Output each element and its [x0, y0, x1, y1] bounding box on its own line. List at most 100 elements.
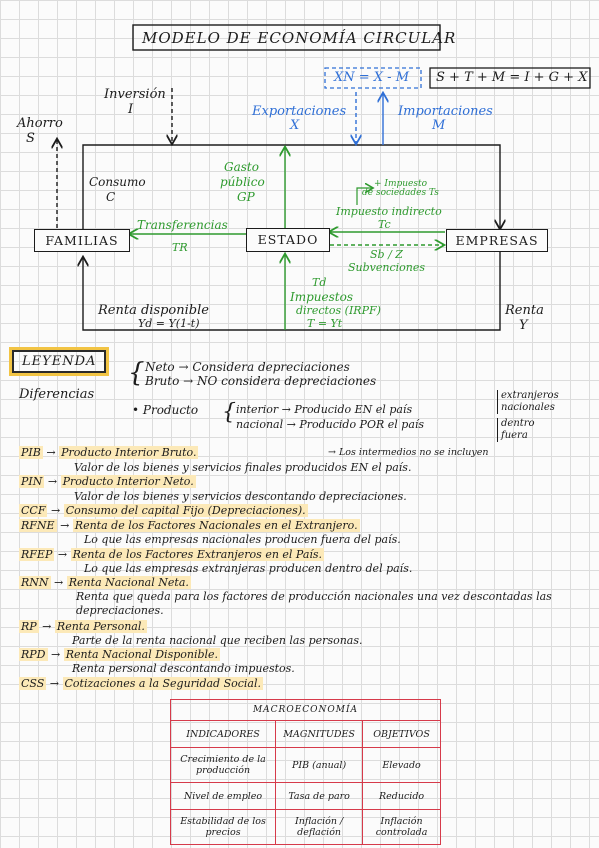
table-cell: Nivel de empleo	[169, 782, 277, 810]
desc-rfep: Lo que las empresas extranjeras producen…	[84, 562, 413, 575]
abbr-rfep: RFEP	[19, 548, 55, 561]
interior-definition: interior → Producido EN el país	[236, 403, 413, 416]
consumo-flow	[82, 144, 500, 240]
gasto-label: Gasto	[224, 160, 259, 174]
inversion-symbol: I	[128, 102, 134, 117]
term-ccf: Consumo del capital Fijo (Depreciaciones…	[63, 504, 308, 517]
table-header-row: INDICADORES MAGNITUDES OBJETIVOS	[169, 720, 441, 748]
neto-definition: Neto → Considera depreciaciones	[145, 360, 350, 374]
term-css: Cotizaciones a la Seguridad Social.	[62, 677, 264, 690]
table-row: Crecimiento de la producción PIB (anual)…	[169, 747, 441, 783]
td-label: Td	[312, 276, 327, 289]
header-magnitudes: MAGNITUDES	[275, 720, 364, 748]
directos-irpf-label: directos (IRPF)	[296, 304, 381, 317]
empresas-box: EMPRESAS	[446, 229, 548, 252]
definition-rfne: RFNE → Renta de los Factores Nacionales …	[19, 519, 360, 532]
definition-pib: PIB → Producto Interior Bruto.	[19, 446, 199, 459]
term-rfep: Renta de los Factores Extranjeros en el …	[70, 548, 325, 561]
table-cell: Estabilidad de los precios	[169, 809, 277, 845]
desc-rnn: Renta que queda para los factores de pro…	[76, 590, 552, 617]
header-indicadores: INDICADORES	[169, 720, 277, 748]
header-objetivos: OBJETIVOS	[362, 720, 441, 748]
abbr-css: CSS	[19, 677, 47, 690]
macroeconomia-table: MACROECONOMÍA INDICADORES MAGNITUDES OBJ…	[169, 699, 441, 845]
yd-formula: Yd = Y(1-t)	[138, 317, 200, 330]
abbr-rp: RP	[19, 620, 39, 633]
abbr-rpd: RPD	[19, 648, 48, 661]
extranjeros-text: extranjeros	[501, 390, 559, 401]
term-pin: Producto Interior Neto.	[60, 475, 196, 488]
table-row: Nivel de empleo Tasa de paro Reducido	[169, 782, 441, 810]
renta-symbol: Y	[519, 318, 528, 333]
estado-box: ESTADO	[246, 228, 330, 252]
definition-pin: PIN → Producto Interior Neto.	[19, 475, 196, 488]
term-pib: Producto Interior Bruto.	[59, 446, 199, 459]
definition-ccf: CCF → Consumo del capital Fijo (Deprecia…	[19, 504, 308, 517]
abbr-pin: PIN	[19, 475, 45, 488]
diferencias-brace: {	[128, 358, 145, 388]
gasto-symbol: GP	[237, 190, 255, 204]
consumo-label: Consumo	[89, 175, 146, 189]
impuesto-soc-label-2: de sociedades Ts	[362, 188, 439, 198]
ahorro-label: Ahorro	[17, 116, 63, 131]
desc-rpd: Renta personal descontando impuestos.	[72, 662, 295, 675]
sb-label: Sb / Z	[370, 248, 403, 261]
dentro-text: dentro	[501, 418, 535, 429]
ts-arrow	[356, 188, 372, 205]
definition-css: CSS → Cotizaciones a la Seguridad Social…	[19, 677, 264, 690]
title-frame	[132, 24, 441, 51]
abbr-rfne: RFNE	[19, 519, 57, 532]
renta-disponible-label: Renta disponible	[98, 303, 209, 318]
t-formula-label: T = Yt	[307, 317, 343, 330]
renta-label: Renta	[505, 303, 544, 318]
fuera-text: fuera	[501, 430, 528, 441]
ahorro-symbol: S	[26, 131, 35, 146]
definition-rfep: RFEP → Renta de los Factores Extranjeros…	[19, 548, 325, 561]
page-title: MODELO DE ECONOMÍA CIRCULAR	[142, 29, 457, 47]
nacionales-text: nacionales	[501, 402, 555, 413]
equilibrium-formula: S + T + M = I + G + X	[436, 70, 588, 85]
table-title-row: MACROECONOMÍA	[170, 699, 441, 721]
producto-label: • Producto	[132, 403, 199, 417]
definition-rp: RP → Renta Personal.	[19, 620, 147, 633]
desc-rfne: Lo que las empresas nacionales producen …	[84, 533, 401, 546]
export-symbol: X	[290, 118, 300, 133]
term-rfne: Renta de los Factores Nacionales en el E…	[72, 519, 360, 532]
table-cell: Elevado	[362, 747, 441, 783]
desc-pib: Valor de los bienes y servicios finales …	[74, 461, 412, 474]
transferencias-symbol: TR	[172, 241, 188, 254]
table-cell: Inflación controlada	[362, 809, 441, 845]
table-title: MACROECONOMÍA	[170, 699, 441, 721]
table-cell: PIB (anual)	[275, 747, 364, 783]
term-rp: Renta Personal.	[54, 620, 147, 633]
desc-rp: Parte de la renta nacional que reciben l…	[72, 634, 363, 647]
consumo-symbol: C	[106, 190, 116, 204]
familias-box: FAMILIAS	[34, 229, 130, 252]
impuesto-indirecto-symbol: Tc	[378, 218, 391, 231]
extranjeros-nacionales-note: extranjeros nacionales	[497, 390, 559, 414]
diferencias-label: Diferencias	[19, 387, 95, 402]
renta-flow	[83, 252, 501, 331]
exportaciones-label: Exportaciones	[252, 104, 347, 119]
import-symbol: M	[432, 118, 446, 133]
importaciones-label: Importaciones	[398, 104, 493, 119]
nacional-definition: nacional → Producido POR el país	[236, 418, 425, 431]
table-row: Estabilidad de los precios Inflación / d…	[169, 809, 441, 845]
transferencias-label: Transferencias	[137, 218, 228, 232]
term-rnn: Renta Nacional Neta.	[66, 576, 191, 589]
dentro-fuera-note: dentro fuera	[497, 418, 535, 442]
table-cell: Reducido	[362, 782, 441, 810]
subvenciones-label: Subvenciones	[348, 261, 426, 274]
impuestos-directos-label: Impuestos	[290, 290, 353, 304]
inversion-label: Inversión	[104, 87, 166, 102]
definition-rnn: RNN → Renta Nacional Neta.	[19, 576, 191, 589]
producto-brace: {	[222, 400, 236, 425]
table-cell: Inflación / deflación	[275, 809, 364, 845]
desc-pin: Valor de los bienes y servicios desconta…	[74, 490, 407, 503]
abbr-rnn: RNN	[19, 576, 51, 589]
gasto-publico-label: público	[220, 175, 265, 189]
impuesto-soc-label: + Impuesto	[374, 179, 428, 189]
abbr-ccf: CCF	[19, 504, 48, 517]
xn-formula: XN = X - M	[334, 70, 410, 85]
